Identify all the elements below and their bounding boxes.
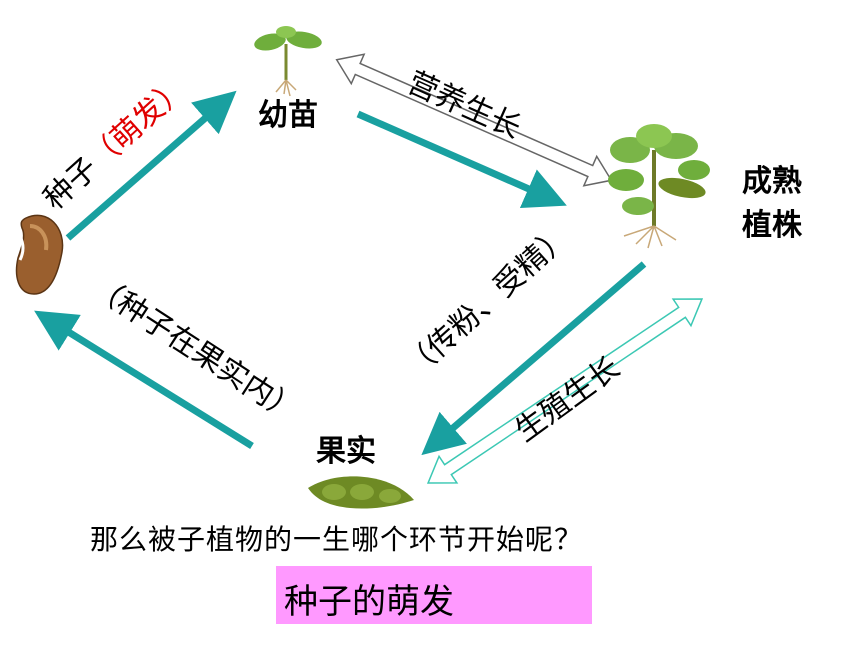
arrow-seed-to-seedling [65, 90, 237, 241]
mature-plant-label-line2: 植株 [742, 208, 802, 243]
answer-box: 种子的萌发 [276, 566, 592, 624]
fruit-label: 果实 [316, 434, 376, 469]
question-text: 那么被子植物的一生哪个环节开始呢？ [90, 523, 584, 556]
arrow-mature-to-fruit [421, 261, 647, 456]
seedling-label: 幼苗 [258, 98, 318, 133]
arrow-fruit-to-seed [34, 310, 254, 449]
mature-plant-label-line1: 成熟 [742, 164, 802, 199]
arrow-seedling-to-mature [356, 110, 567, 208]
answer-text: 种子的萌发 [284, 582, 454, 622]
seed-image [15, 214, 64, 295]
mature-plant-image [608, 124, 710, 249]
seedling-image [254, 26, 322, 97]
arrow-reproductive-growth [426, 298, 704, 484]
fruit-pod-image [308, 476, 414, 509]
